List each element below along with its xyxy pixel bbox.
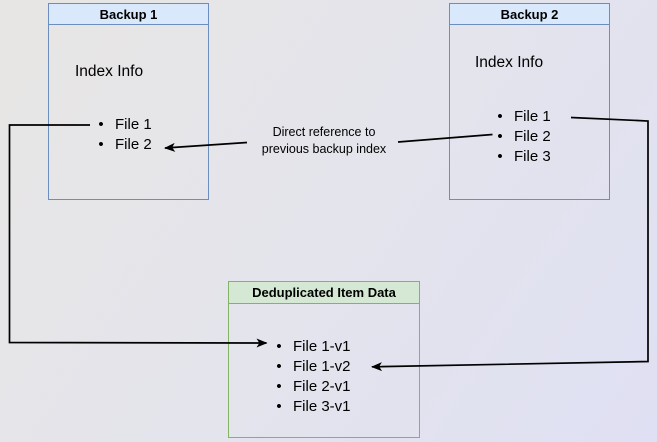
backup2-file-3: File 3	[514, 147, 551, 165]
backup1-heading: Index Info	[75, 63, 144, 80]
list-item: • File 1	[494, 106, 551, 126]
annotation-label: Direct reference to previous backup inde…	[240, 124, 408, 158]
backup2-box: Backup 2 Index Info • File 1 • File 2 • …	[449, 3, 610, 200]
backup1-file-list: • File 1 • File 2	[95, 114, 152, 154]
backup1-title: Backup 1	[49, 4, 208, 25]
backup2-file-1: File 1	[514, 107, 551, 125]
dedup-file-1v2: File 1-v2	[293, 357, 351, 375]
list-item: • File 1-v1	[273, 336, 351, 356]
backup1-box: Backup 1 Index Info • File 1 • File 2	[48, 3, 209, 200]
dedup-file-3v1: File 3-v1	[293, 397, 351, 415]
list-item: • File 1-v2	[273, 356, 351, 376]
list-item: • File 2	[95, 134, 152, 154]
bullet-icon: •	[276, 377, 282, 395]
bullet-icon: •	[276, 397, 282, 415]
bullet-icon: •	[497, 127, 503, 145]
list-item: • File 2	[494, 126, 551, 146]
backup2-file-2: File 2	[514, 127, 551, 145]
backup2-file-list: • File 1 • File 2 • File 3	[494, 106, 551, 166]
bullet-icon: •	[276, 357, 282, 375]
list-item: • File 2-v1	[273, 376, 351, 396]
bullet-icon: •	[497, 147, 503, 165]
dedup-box: Deduplicated Item Data • File 1-v1 • Fil…	[228, 281, 420, 438]
backup2-heading: Index Info	[475, 54, 544, 71]
annotation-line2: previous backup index	[261, 142, 387, 156]
list-item: • File 1	[95, 114, 152, 134]
bullet-icon: •	[98, 135, 104, 153]
dedup-title: Deduplicated Item Data	[229, 282, 419, 304]
dedup-file-2v1: File 2-v1	[293, 377, 351, 395]
backup1-file-2: File 2	[115, 135, 152, 153]
annotation-line1: Direct reference to	[272, 125, 376, 139]
bullet-icon: •	[276, 337, 282, 355]
bullet-icon: •	[497, 107, 503, 125]
list-item: • File 3-v1	[273, 396, 351, 416]
backup2-title: Backup 2	[450, 4, 609, 25]
list-item: • File 3	[494, 146, 551, 166]
backup1-file-1: File 1	[115, 115, 152, 133]
dedup-file-1v1: File 1-v1	[293, 337, 351, 355]
bullet-icon: •	[98, 115, 104, 133]
dedup-file-list: • File 1-v1 • File 1-v2 • File 2-v1 • Fi…	[273, 336, 351, 416]
